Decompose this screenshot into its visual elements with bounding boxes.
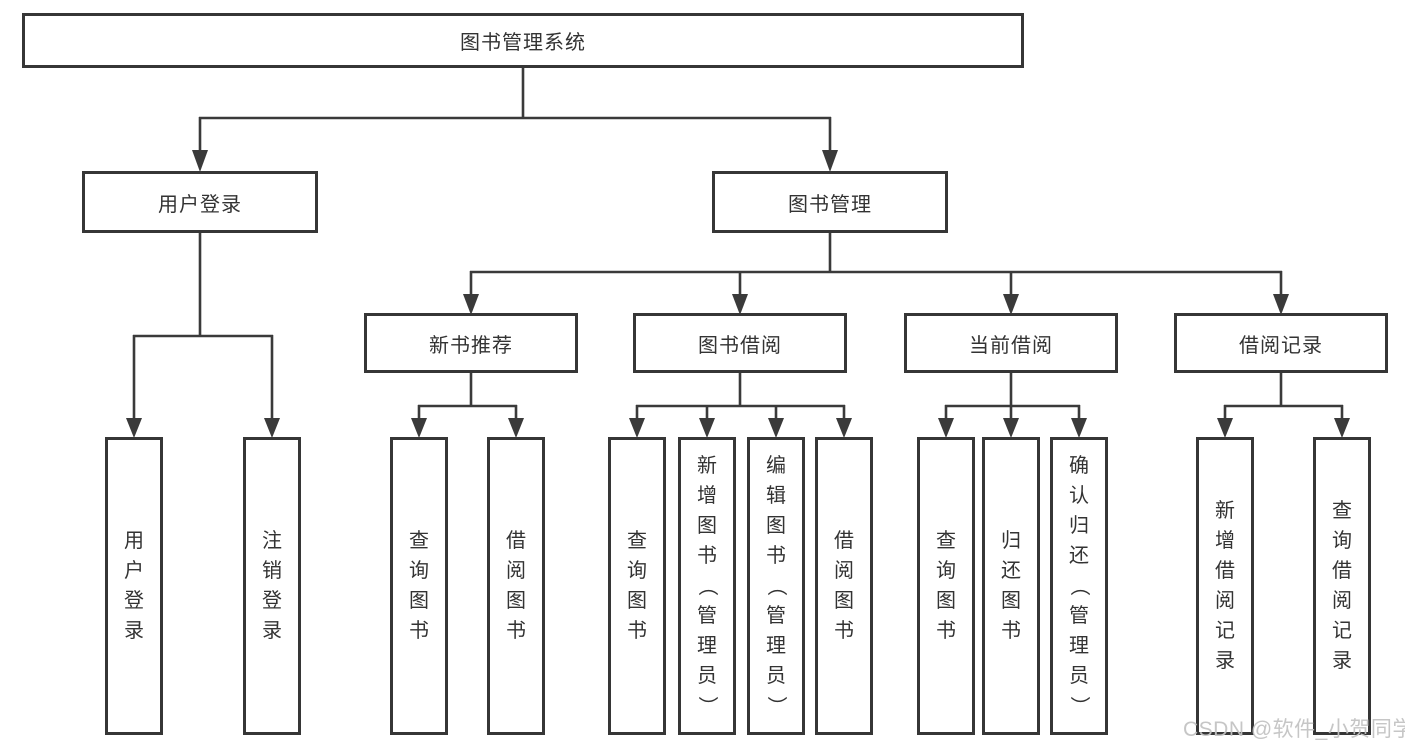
leaf-return-books: 归还图书 xyxy=(982,437,1040,735)
leaf-user-login: 用户登录 xyxy=(105,437,163,735)
connector-records-to-leaves xyxy=(1217,373,1350,438)
leaf-borrow-books-recommend: 借阅图书 xyxy=(487,437,545,735)
node-new-book-recommend: 新书推荐 xyxy=(364,313,578,373)
node-root: 图书管理系统 xyxy=(22,13,1024,68)
leaf-query-books-recommend: 查询图书 xyxy=(390,437,448,735)
leaf-query-books-current: 查询图书 xyxy=(917,437,975,735)
leaf-add-borrow-record: 新增借阅记录 xyxy=(1196,437,1254,735)
leaf-add-book-admin: 新增图书（管理员） xyxy=(678,437,736,735)
connector-bookmgmt-to-level3 xyxy=(463,233,1289,315)
node-book-borrow: 图书借阅 xyxy=(633,313,847,373)
leaf-confirm-return-admin: 确认归还（管理员） xyxy=(1050,437,1108,735)
connector-current-to-leaves xyxy=(938,373,1087,438)
node-book-management: 图书管理 xyxy=(712,171,948,233)
node-borrow-records: 借阅记录 xyxy=(1174,313,1388,373)
leaf-edit-book-admin: 编辑图书（管理员） xyxy=(747,437,805,735)
connector-root-to-level2 xyxy=(192,68,838,172)
leaf-query-borrow-record: 查询借阅记录 xyxy=(1313,437,1371,735)
node-user-login: 用户登录 xyxy=(82,171,318,233)
leaf-query-books-borrow: 查询图书 xyxy=(608,437,666,735)
node-current-borrow: 当前借阅 xyxy=(904,313,1118,373)
connector-newbook-to-leaves xyxy=(411,373,524,438)
leaf-borrow-books: 借阅图书 xyxy=(815,437,873,735)
watermark-text: CSDN @软件_小贺同学 xyxy=(1183,718,1405,741)
connector-borrow-to-leaves xyxy=(629,373,852,438)
connector-userlogin-to-leaves xyxy=(126,233,280,438)
leaf-logout: 注销登录 xyxy=(243,437,301,735)
